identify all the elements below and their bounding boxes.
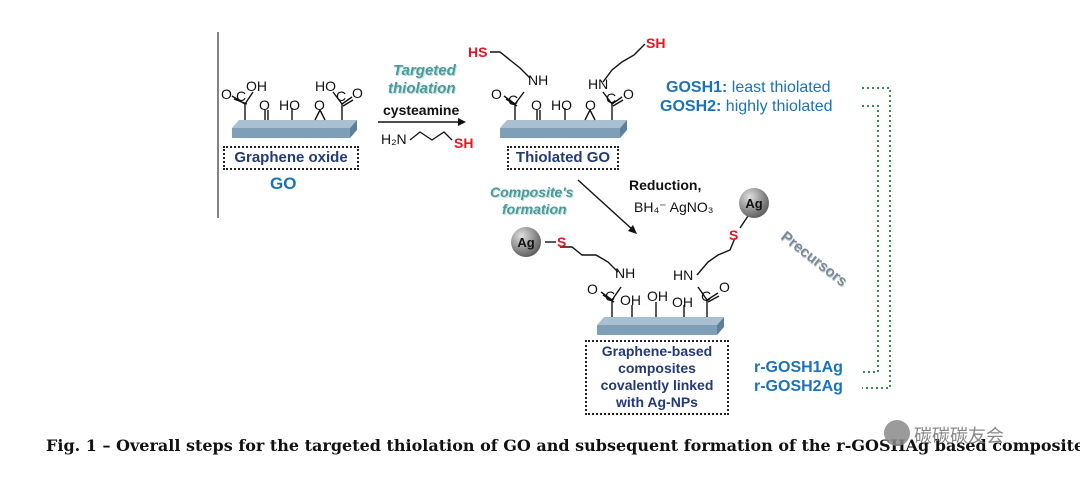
go-oxygen-a: O: [221, 86, 232, 102]
wechat-logo-icon: [884, 420, 910, 446]
go-box-label: Graphene oxide: [223, 146, 359, 170]
thiolated-o-right: O: [623, 86, 634, 102]
thiolated-bonds: [490, 43, 646, 121]
legend-gosh1: GOSH1: least thiolated: [666, 79, 831, 97]
go-oxygen-d: O: [352, 85, 363, 101]
composite-oh-3: OH: [672, 294, 693, 310]
step2-label-line1: Composite's: [490, 184, 574, 200]
composite-sheet: [597, 317, 724, 335]
composite-o-right: O: [719, 279, 730, 295]
composite-oh-2: OH: [647, 288, 668, 304]
go-bonds: [231, 91, 354, 121]
product-r-gosh2ag: r-GOSH2Ag: [754, 378, 843, 395]
go-carbon-left: C: [236, 88, 247, 104]
composite-oh-1: OH: [620, 292, 641, 308]
composite-box-line-3: covalently linked: [600, 377, 714, 393]
step2-label-line2: formation: [502, 201, 567, 217]
composite-c-left: C: [605, 288, 616, 304]
step1-label-line2: thiolation: [388, 80, 456, 97]
legend-gosh2: GOSH2: highly thiolated: [660, 98, 833, 116]
go-sheet: [232, 120, 357, 138]
thiolated-sheet: [500, 120, 627, 138]
legend-gosh2-name: GOSH2:: [660, 98, 722, 115]
go-epoxide-oxygen: O: [314, 97, 325, 113]
composite-box-line-2: composites: [618, 360, 696, 376]
go-abbr: GO: [270, 174, 297, 193]
legend-gosh2-desc: highly thiolated: [725, 98, 833, 115]
go-carbon-right: C: [336, 88, 347, 104]
go-ho-label-2: HO: [315, 78, 336, 94]
composite-o-left: O: [587, 281, 598, 297]
thiolated-c-right: C: [606, 90, 617, 106]
step1-reagent: cysteamine: [383, 102, 460, 118]
thiolated-o-mid2: O: [585, 97, 596, 113]
thiolated-ho: HO: [551, 97, 572, 113]
product-r-gosh1ag: r-GOSH1Ag: [754, 359, 843, 376]
composite-hn: HN: [673, 267, 694, 283]
composite-s-left: S: [557, 234, 567, 250]
go-oh-label: OH: [246, 78, 267, 94]
go-ho-label: HO: [279, 97, 300, 113]
composite-box-line-4: with Ag-NPs: [616, 394, 698, 410]
precursor-connectors: [862, 87, 891, 389]
thiolated-box-label: Thiolated GO: [507, 146, 619, 170]
step2-reduction-line1: Reduction,: [629, 177, 702, 193]
silver-nanoparticle-right: Ag: [739, 188, 769, 218]
composite-c-right: C: [701, 288, 712, 304]
composite-nh: NH: [615, 265, 636, 281]
thiolated-c-left: C: [508, 92, 519, 108]
thiolated-hn: HN: [588, 76, 609, 92]
thiolated-nh: NH: [528, 72, 549, 88]
legend-gosh1-name: GOSH1:: [666, 79, 728, 96]
step1-label-line1: Targeted: [393, 62, 456, 79]
silver-nanoparticle-left: Ag: [511, 227, 541, 257]
composite-s-right: S: [729, 227, 739, 243]
composite-box-line-1: Graphene-based: [601, 343, 713, 359]
legend-gosh1-desc: least thiolated: [731, 79, 831, 96]
step2-reduction-line2: BH₄⁻ AgNO₃: [634, 199, 714, 215]
thiolated-sh: SH: [646, 35, 666, 51]
thiolated-hs: HS: [468, 44, 488, 60]
composite-bonds: [545, 215, 749, 317]
thiolated-o-left: O: [491, 86, 502, 102]
go-oxygen-b: O: [259, 97, 270, 113]
step1-h2n: H₂N: [381, 131, 407, 147]
thiolated-o-mid1: O: [531, 97, 542, 113]
figure-caption: Fig. 1 – Overall steps for the targeted …: [46, 436, 1080, 455]
watermark-text: 碳碳碳友会: [914, 426, 1004, 447]
composite-box: Graphene-based composites covalently lin…: [585, 340, 729, 415]
step1-sh: SH: [454, 135, 474, 151]
